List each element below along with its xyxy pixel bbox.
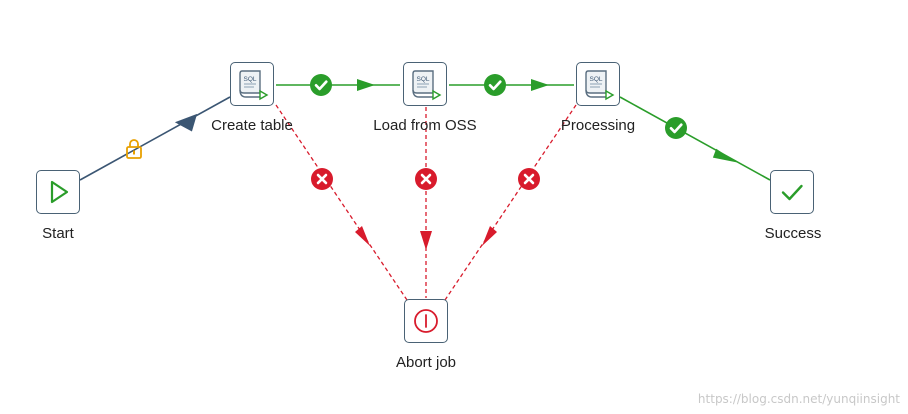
- x-circle-icon: [311, 168, 333, 190]
- create-table-node[interactable]: SQL: [230, 62, 274, 106]
- abort-icon: [414, 309, 438, 333]
- svg-text:SQL: SQL: [416, 76, 429, 83]
- load-from-oss-node[interactable]: SQL: [403, 62, 447, 106]
- hop-load-from-oss-abort-job[interactable]: [415, 107, 437, 298]
- create-table-label: Create table: [211, 117, 293, 134]
- processing-node[interactable]: SQL: [576, 62, 620, 106]
- hop-create-table-load-from-oss[interactable]: [276, 74, 400, 96]
- hop-start-create-table[interactable]: [79, 96, 231, 181]
- play-icon: [50, 180, 69, 204]
- check-circle-icon: [310, 74, 332, 96]
- sql-script-icon: SQL: [412, 70, 442, 101]
- sql-script-icon: SQL: [239, 70, 269, 101]
- check-circle-icon: [665, 117, 687, 139]
- sql-script-icon: SQL: [585, 70, 615, 101]
- success-label: Success: [764, 225, 822, 242]
- hop-processing-success[interactable]: [619, 96, 771, 181]
- abort-job-node[interactable]: [404, 299, 448, 343]
- hop-load-from-oss-processing[interactable]: [449, 74, 574, 96]
- check-circle-icon: [484, 74, 506, 96]
- svg-text:SQL: SQL: [589, 76, 602, 83]
- abort-job-label: Abort job: [395, 354, 457, 371]
- watermark: https://blog.csdn.net/yunqiinsight: [697, 392, 900, 406]
- hop-create-table-abort-job[interactable]: [275, 104, 408, 301]
- x-circle-icon: [518, 168, 540, 190]
- start-label: Start: [42, 225, 74, 242]
- processing-label: Processing: [560, 117, 636, 134]
- success-node[interactable]: [770, 170, 814, 214]
- hop-processing-abort-job[interactable]: [444, 104, 577, 301]
- x-circle-icon: [415, 168, 437, 190]
- load-from-oss-label: Load from OSS: [373, 117, 477, 134]
- svg-text:SQL: SQL: [243, 76, 256, 83]
- lock-icon: [126, 139, 142, 159]
- start-node[interactable]: [36, 170, 80, 214]
- checkmark-icon: [781, 184, 803, 201]
